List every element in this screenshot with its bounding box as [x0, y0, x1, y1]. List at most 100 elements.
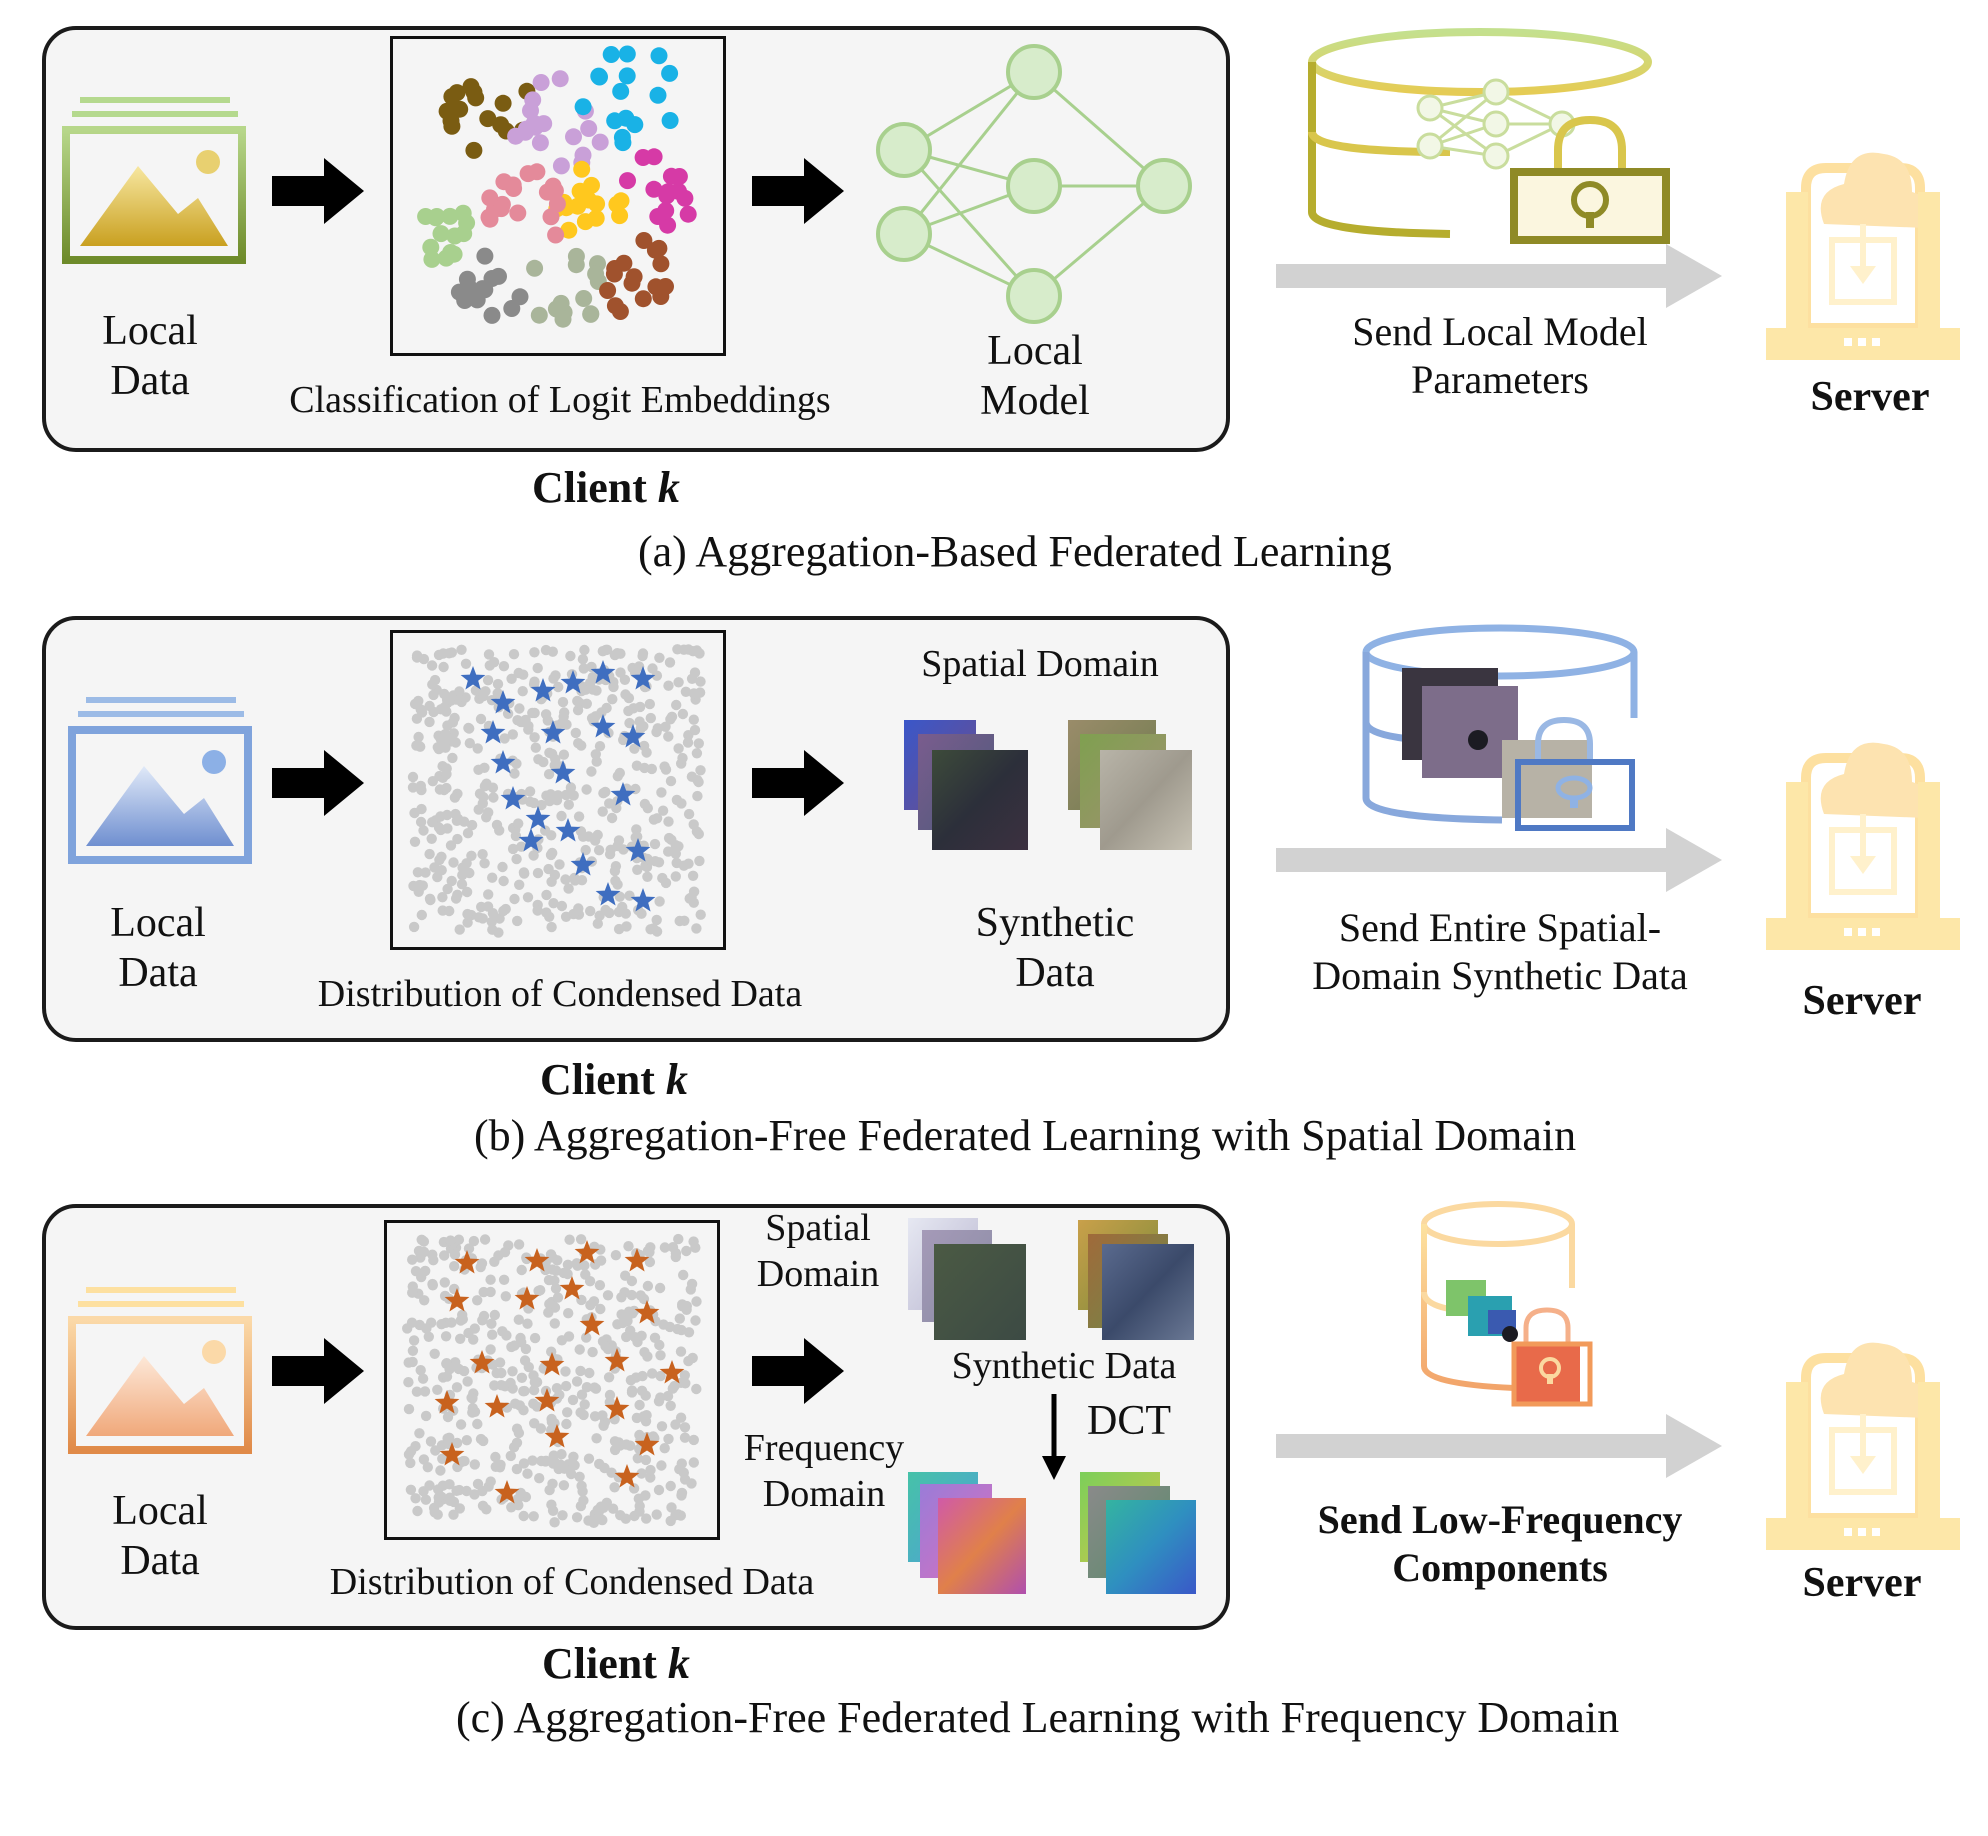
condensed-point	[467, 1393, 478, 1404]
condensed-point	[475, 1433, 487, 1445]
condensed-point	[447, 752, 458, 764]
condensed-point	[628, 1483, 640, 1494]
condensed-point	[499, 733, 510, 744]
condensed-point	[446, 875, 457, 887]
condensed-point	[448, 728, 459, 739]
condensed-point	[418, 1236, 430, 1247]
embedding-point	[519, 165, 537, 183]
condensed-star	[539, 1352, 565, 1376]
condensed-point	[670, 871, 681, 882]
condensed-point	[644, 1247, 655, 1258]
condensed-point	[519, 1355, 531, 1366]
condensed-point	[547, 646, 558, 657]
condensed-point	[477, 849, 488, 860]
condensed-star	[544, 1424, 570, 1448]
condensed-star	[490, 690, 516, 714]
condensed-point	[514, 879, 525, 890]
condensed-point	[685, 1284, 696, 1295]
condensed-point	[513, 667, 524, 679]
condensed-point	[552, 1292, 564, 1303]
condensed-point	[636, 1468, 647, 1479]
condensed-point	[468, 1334, 479, 1345]
embedding-point	[625, 268, 643, 286]
condensed-point	[506, 1502, 517, 1513]
condensed-point	[482, 675, 494, 686]
embedding-point	[422, 238, 440, 256]
condensed-point	[513, 1239, 525, 1250]
send-label-b: Send Entire Spatial-Domain Synthetic Dat…	[1312, 905, 1688, 998]
condensed-point	[600, 644, 612, 656]
condensed-point	[440, 742, 451, 753]
condensed-point	[688, 886, 700, 897]
condensed-point	[509, 768, 520, 779]
condensed-point	[499, 1247, 511, 1258]
embedding-point	[571, 182, 589, 200]
condensed-point	[441, 1371, 453, 1382]
condensed-point	[461, 886, 473, 898]
embedding-point	[590, 67, 608, 85]
embedding-point	[451, 100, 469, 118]
condensed-point	[656, 787, 667, 798]
embedding-point	[443, 117, 461, 135]
send-arrow-a	[1276, 244, 1722, 308]
condensed-point	[665, 1400, 676, 1411]
condensed-point	[574, 1344, 585, 1355]
condensed-point	[681, 1245, 692, 1257]
condensed-point	[577, 654, 589, 665]
condensed-point	[444, 905, 455, 917]
condensed-point	[663, 846, 674, 857]
condensed-point	[511, 1463, 523, 1475]
condensed-point	[678, 1467, 689, 1478]
condensed-point	[631, 760, 643, 771]
condensed-point	[609, 1482, 620, 1493]
condensed-point	[528, 1370, 539, 1381]
condensed-point	[421, 1323, 432, 1334]
condensed-point	[562, 1259, 574, 1270]
condensed-point	[439, 688, 450, 700]
condensed-point	[428, 1502, 440, 1514]
condensed-data-distribution-b	[390, 630, 726, 950]
condensed-point	[414, 1428, 425, 1439]
condensed-point	[483, 807, 494, 818]
condensed-point	[528, 850, 539, 861]
condensed-star	[579, 1312, 605, 1336]
condensed-point	[654, 1282, 666, 1294]
condensed-point	[615, 648, 626, 659]
condensed-point	[578, 663, 589, 674]
condensed-point	[496, 1380, 507, 1391]
synthetic-data-label-c: Synthetic Data	[951, 1345, 1177, 1387]
condensed-point	[444, 1492, 455, 1503]
condensed-star	[530, 678, 556, 702]
condensed-point	[568, 1451, 579, 1462]
send-arrow-b	[1276, 828, 1722, 892]
embedding-point	[441, 207, 459, 225]
condensed-point	[690, 1315, 701, 1326]
condensed-point	[490, 1461, 501, 1472]
condensed-point	[624, 717, 635, 729]
embedding-point	[588, 195, 606, 213]
condensed-point	[671, 699, 682, 711]
embedding-point	[479, 110, 497, 128]
embedding-point	[565, 128, 582, 146]
neural-network-icon	[876, 44, 1192, 324]
condensed-point	[626, 1387, 638, 1398]
condensed-point	[688, 1457, 699, 1468]
condensed-point	[454, 924, 465, 935]
condensed-star	[659, 1360, 685, 1384]
condensed-point	[449, 1249, 461, 1260]
condensed-data-scatter-c	[402, 1233, 702, 1528]
condensed-point	[407, 1345, 419, 1356]
condensed-point	[602, 1290, 614, 1301]
condensed-point	[427, 817, 438, 828]
condensed-point	[528, 1511, 539, 1522]
caption-a: (a) Aggregation-Based Federated Learning	[638, 527, 1392, 576]
condensed-point	[436, 1319, 447, 1330]
condensed-star	[560, 670, 586, 694]
embedding-point	[661, 112, 679, 129]
dct-down-arrow-icon	[1042, 1394, 1066, 1480]
condensed-point	[663, 731, 674, 742]
arrow-right-icon	[272, 1338, 364, 1404]
embedding-point	[618, 67, 636, 85]
spatial-domain-label-b: Spatial Domain	[921, 643, 1159, 685]
